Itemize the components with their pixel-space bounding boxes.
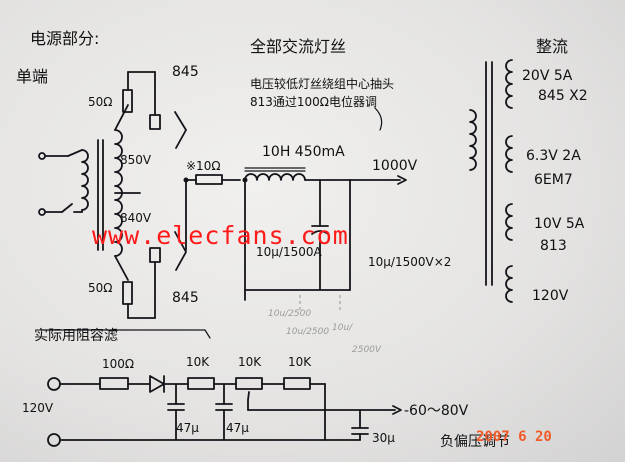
rectifier-heading: 整流: [536, 37, 568, 56]
v850-label: 850V: [120, 153, 152, 167]
date-stamp: 2007 6 20: [476, 429, 552, 445]
v840-label: 840V: [120, 211, 152, 225]
c30-label: 30μ: [372, 431, 395, 445]
choke-inductor: [244, 167, 306, 181]
b2-label: 10K: [186, 355, 210, 369]
resistor-100-ohm: [99, 377, 129, 390]
full-ac-filament-heading: 全部交流灯丝: [250, 37, 346, 56]
choke-label: 10H 450mA: [262, 144, 345, 160]
winding-4-line1: 120V: [532, 288, 569, 304]
heater-primary: [469, 109, 477, 171]
bias-winding-end: [47, 377, 61, 391]
bias-diode: [149, 375, 165, 393]
b1-label: 100Ω: [102, 357, 134, 371]
primary-winding: [67, 149, 89, 213]
resistor-10-ohm: [195, 174, 223, 185]
winding-2-line2: 6EM7: [534, 172, 573, 188]
single-end-heading: 单端: [16, 67, 48, 86]
pencil-note-c: 10u/: [332, 323, 353, 333]
v120-label: 120V: [22, 401, 54, 415]
note-line-1: 电压较低灯丝绕组中心抽头: [250, 76, 394, 91]
winding-2: [505, 135, 513, 173]
r10-star-label: ※10Ω: [186, 159, 221, 173]
switch-arm-bottom: [174, 231, 187, 271]
mains-input: [38, 152, 83, 216]
cap-right-label: 10μ/1500V×2: [368, 255, 451, 269]
bias-out-label: -60～80V: [404, 403, 469, 419]
winding-4: [505, 265, 513, 303]
resistor-10k-a: [187, 377, 215, 390]
b4-label: 10K: [288, 355, 312, 369]
winding-3: [505, 203, 513, 241]
c47a-label: 47μ: [176, 421, 199, 435]
winding-3-line2: 813: [540, 238, 567, 254]
resistor-10k-b: [235, 377, 263, 390]
hv-out-label: 1000V: [372, 158, 418, 174]
power-section-heading: 电源部分:: [30, 29, 99, 48]
pencil-note-d: 2500V: [352, 345, 382, 355]
winding-2-line1: 6.3V 2A: [526, 148, 581, 164]
bias-out-arrow: [392, 405, 402, 415]
hv-out-arrow: [397, 175, 407, 185]
winding-1: [505, 59, 513, 109]
resistor-50-bottom: [122, 281, 133, 305]
b3-label: 10K: [238, 355, 262, 369]
r50-bottom-label: 50Ω: [88, 281, 112, 295]
hv-secondary-winding: [114, 104, 141, 281]
neg-bias-heading: 负偏压调节: [440, 434, 510, 450]
tube-845-bottom-label: 845: [172, 290, 199, 306]
resistor-50-top: [122, 89, 133, 113]
c47b-label: 47μ: [226, 421, 249, 435]
winding-1-line1: 20V 5A: [522, 68, 573, 84]
winding-3-line1: 10V 5A: [534, 216, 585, 232]
pencil-note-a: 10u/2500: [268, 309, 311, 319]
winding-1-line2: 845 X2: [538, 88, 588, 104]
watermark-text: www.elecfans.com: [92, 221, 349, 250]
tube-845-bottom-symbol: [149, 247, 161, 263]
cap-mid-label: 10μ/1500A: [256, 245, 322, 259]
tube-845-top-label: 845: [172, 64, 199, 80]
bias-winding-end-2: [47, 433, 61, 447]
pot-wiper: [247, 391, 250, 401]
actual-bias-heading: 实际用阻容滤: [34, 327, 118, 344]
cap-plate-curved: [311, 230, 329, 235]
tube-845-top-symbol: [149, 114, 161, 130]
pencil-note-b: 10u/2500: [286, 327, 329, 337]
switch-arm-top: [174, 111, 187, 149]
r50-top-label: 50Ω: [88, 95, 112, 109]
note-line-2: 813通过100Ω电位器调: [250, 94, 377, 109]
note-arrow: [374, 107, 383, 131]
resistor-10k-c: [283, 377, 311, 390]
